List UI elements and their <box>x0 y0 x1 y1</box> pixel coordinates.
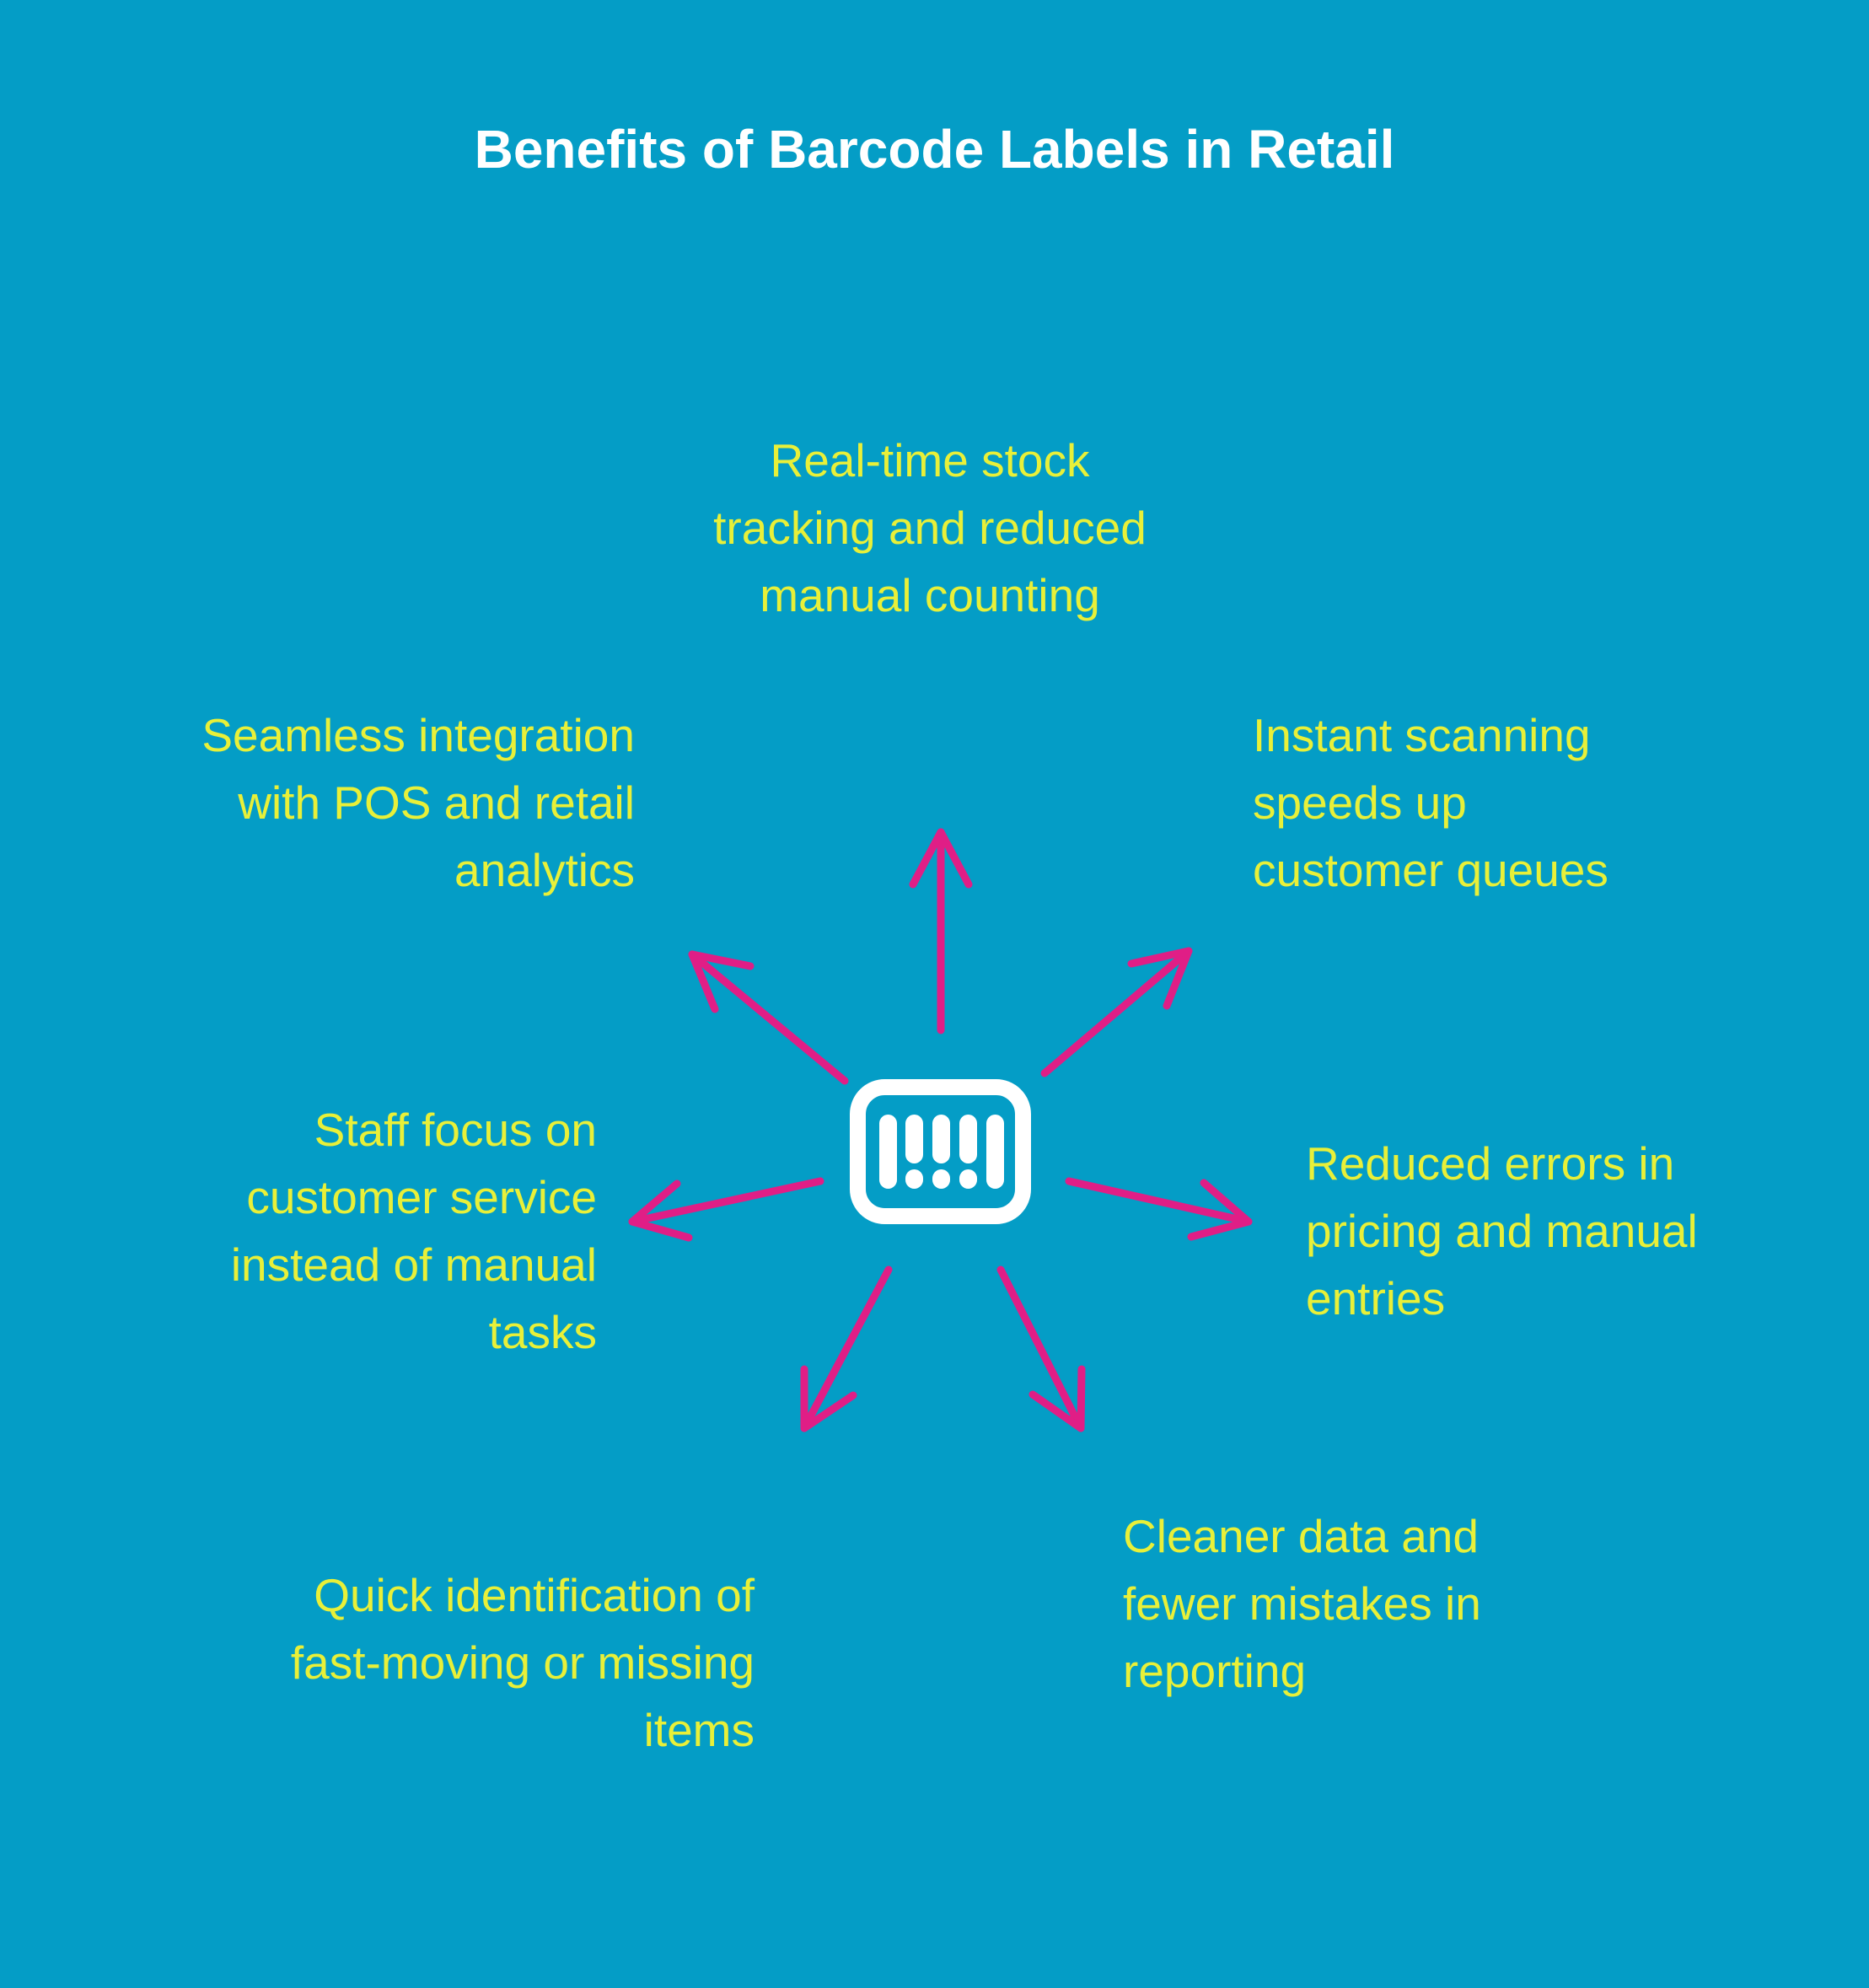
benefit-label-lower-right: Cleaner data and fewer mistakes in repor… <box>1123 1510 1481 1697</box>
arrow-left-icon <box>628 1177 824 1242</box>
arrow-upper-right-icon <box>1040 947 1193 1077</box>
benefit-label-upper-left: Seamless integration with POS and retail… <box>201 709 635 896</box>
benefit-label-upper-right: Instant scanning speeds up customer queu… <box>1253 709 1609 896</box>
benefit-label-middle-right: Reduced errors in pricing and manual ent… <box>1306 1137 1698 1324</box>
arrow-upper-left-icon <box>688 950 849 1085</box>
benefit-label-lower-left: Quick identification of fast-moving or m… <box>290 1569 755 1756</box>
arrow-right-icon <box>1065 1177 1253 1241</box>
arrow-lower-left-icon <box>800 1265 893 1432</box>
page-title: Benefits of Barcode Labels in Retail <box>474 119 1395 180</box>
arrow-up-icon <box>909 828 973 1034</box>
benefit-label-top: Real-time stock tracking and reduced man… <box>713 434 1147 621</box>
barcode-icon <box>850 1079 1031 1224</box>
benefit-label-middle-left: Staff focus on customer service instead … <box>230 1104 597 1358</box>
arrow-lower-right-icon <box>996 1265 1086 1432</box>
